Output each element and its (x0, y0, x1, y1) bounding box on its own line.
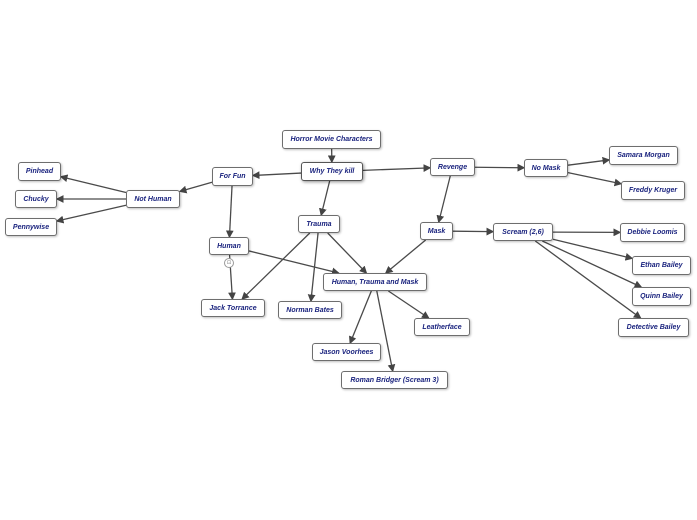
edge-scream-to-detective (534, 240, 642, 319)
node-nomask[interactable]: No Mask (524, 159, 568, 177)
node-pennywise[interactable]: Pennywise (5, 218, 57, 236)
node-label: Mask (427, 227, 446, 235)
node-label: Not Human (134, 195, 172, 203)
node-nothuman[interactable]: Not Human (126, 190, 180, 208)
node-label: Scream (2,6) (502, 228, 544, 236)
node-debbie[interactable]: Debbie Loomis (620, 223, 685, 242)
edge-forfun-to-nothuman (178, 181, 213, 194)
node-mask[interactable]: Mask (420, 222, 453, 240)
node-htm[interactable]: Human, Trauma and Mask (323, 273, 427, 291)
node-label: Chucky (23, 195, 49, 203)
node-label: Norman Bates (286, 306, 334, 314)
edge-why-to-trauma (319, 180, 331, 217)
edge-htm-to-jason (349, 290, 372, 345)
edge-nomask-to-freddy (567, 171, 623, 187)
node-freddy[interactable]: Freddy Kruger (621, 181, 685, 200)
node-label: No Mask (531, 164, 561, 172)
node-jason[interactable]: Jason Voorhees (312, 343, 381, 361)
node-label: Pennywise (12, 223, 50, 231)
node-quinn[interactable]: Quinn Bailey (632, 287, 691, 306)
edge-trauma-to-jack (241, 232, 311, 300)
edge-human-to-htm (248, 250, 340, 276)
node-label: Jason Voorhees (319, 348, 374, 356)
node-label: Detective Bailey (626, 324, 681, 331)
node-label: Leatherface (422, 323, 462, 331)
node-human[interactable]: Human (209, 237, 249, 255)
node-forfun[interactable]: For Fun (212, 167, 253, 186)
node-trauma[interactable]: Trauma (298, 215, 340, 233)
node-label: Samara Morgan (617, 152, 670, 159)
node-label: Pinhead (25, 168, 54, 175)
edge-nothuman-to-pinhead (59, 174, 127, 194)
edge-scream-to-quinn (542, 240, 643, 288)
node-label: Jack Torrance (209, 304, 257, 312)
node-label: Revenge (437, 163, 468, 171)
node-scream[interactable]: Scream (2,6) (493, 223, 553, 241)
node-label: Quinn Bailey (640, 293, 683, 300)
node-label: For Fun (219, 173, 246, 180)
edge-why-to-forfun (251, 171, 302, 180)
collapse-toggle-icon[interactable]: ⊡ (224, 258, 234, 268)
node-label: Why They kill (309, 168, 355, 175)
edge-why-to-revenge (362, 164, 432, 172)
edge-trauma-to-norman (307, 232, 319, 303)
edge-trauma-to-htm (327, 232, 368, 274)
edge-mask-to-htm (384, 239, 427, 274)
edge-htm-to-leather (388, 290, 430, 319)
node-norman[interactable]: Norman Bates (278, 301, 342, 319)
edge-htm-to-roman (376, 290, 396, 373)
node-detective[interactable]: Detective Bailey (618, 318, 689, 337)
node-label: Ethan Bailey (640, 262, 683, 269)
node-label: Trauma (306, 220, 332, 228)
edge-forfun-to-human (225, 185, 234, 239)
edge-nomask-to-samara (567, 156, 611, 166)
node-label: Human (217, 242, 241, 250)
edge-scream-to-ethan (552, 238, 634, 261)
node-jack[interactable]: Jack Torrance (201, 299, 265, 317)
node-samara[interactable]: Samara Morgan (609, 146, 678, 165)
node-label: Human, Trauma and Mask (331, 278, 419, 286)
edge-revenge-to-mask (436, 175, 451, 224)
node-root[interactable]: Horror Movie Characters (282, 130, 381, 149)
node-ethan[interactable]: Ethan Bailey (632, 256, 691, 275)
node-label: Horror Movie Characters (290, 136, 373, 143)
node-pinhead[interactable]: Pinhead (18, 162, 61, 181)
node-leather[interactable]: Leatherface (414, 318, 470, 336)
node-label: Freddy Kruger (628, 187, 678, 194)
node-label: Roman Bridger (Scream 3) (350, 376, 439, 384)
node-chucky[interactable]: Chucky (15, 190, 57, 208)
edge-revenge-to-nomask (474, 163, 526, 172)
node-why[interactable]: Why They kill (301, 162, 363, 181)
node-revenge[interactable]: Revenge (430, 158, 475, 176)
node-label: Debbie Loomis (627, 229, 678, 236)
edge-nothuman-to-pennywise (55, 204, 127, 224)
node-roman[interactable]: Roman Bridger (Scream 3) (341, 371, 448, 389)
